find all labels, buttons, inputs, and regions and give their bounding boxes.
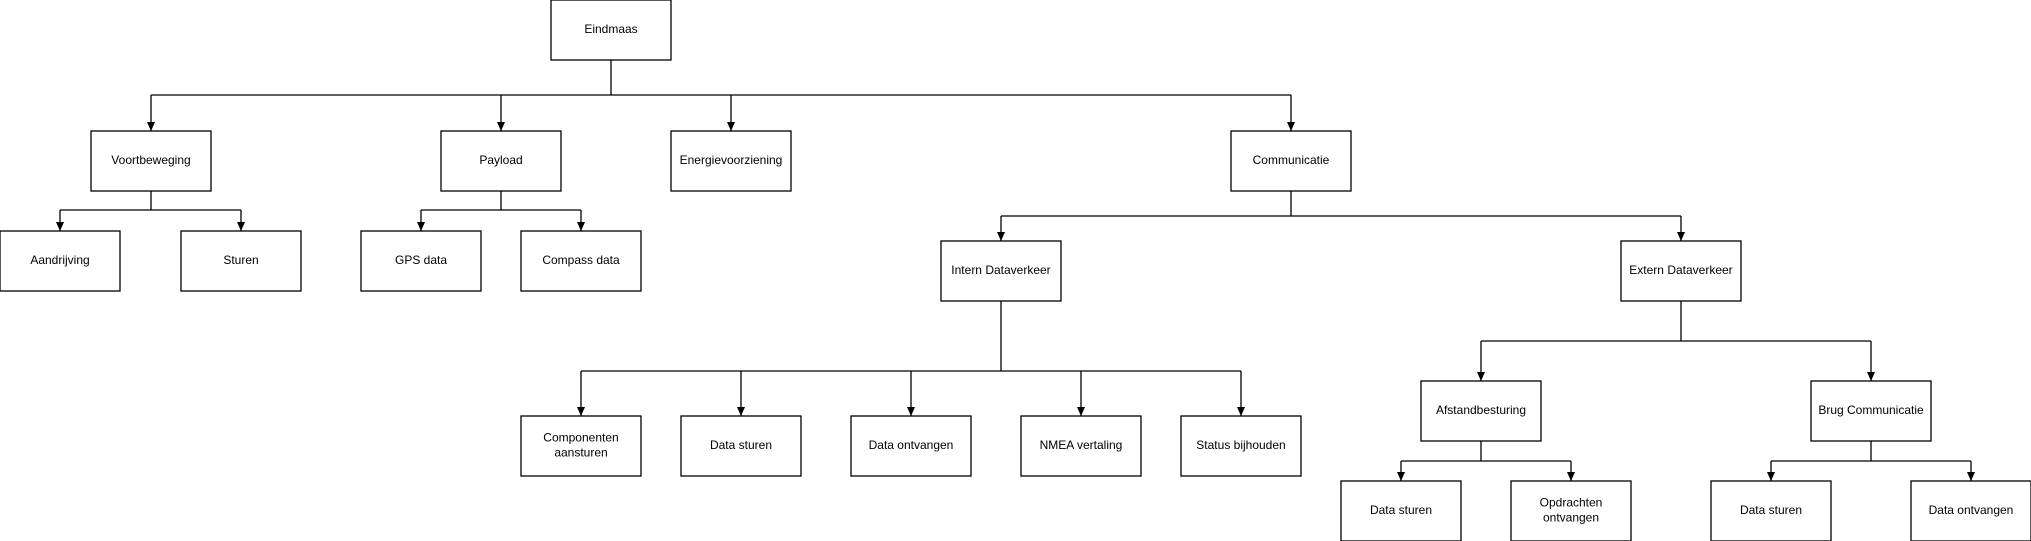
node-label-nmea-vertaling: NMEA vertaling [1040,438,1123,452]
node-label-opdrachten-ontvangen: ontvangen [1543,511,1599,525]
node-box-componenten-aansturen [520,415,642,477]
node-label-payload: Payload [479,153,522,167]
node-label-afstandbesturing: Afstandbesturing [1436,403,1526,417]
node-label-brug-data-ontvangen: Data ontvangen [1929,503,2014,517]
edge-group-brug-communicatie [1767,441,1975,481]
node-label-opdrachten-ontvangen: Opdrachten [1540,496,1603,510]
edge-group-extern-dataverkeer [1477,301,1875,381]
node-label-gps-data: GPS data [395,253,447,267]
node-brug-data-sturen: Data sturen [1710,480,1832,541]
node-afstandbesturing: Afstandbesturing [1420,380,1542,442]
node-label-componenten-aansturen: Componenten [543,431,618,445]
node-label-intern-data-sturen: Data sturen [710,438,772,452]
node-box-intern-data-sturen [680,415,802,477]
node-label-intern-dataverkeer: Intern Dataverkeer [951,263,1050,277]
node-box-aandrijving [0,230,121,292]
node-label-sturen: Sturen [223,253,258,267]
edge-group-communicatie [997,191,1685,241]
node-extern-dataverkeer: Extern Dataverkeer [1620,240,1742,302]
node-box-voortbeweging [90,130,212,192]
edge-group-afstandbesturing [1397,441,1575,481]
edge-group-payload [417,191,585,231]
node-box-eindmaas [550,0,672,61]
node-aandrijving: Aandrijving [0,230,121,292]
node-label-compass-data: Compass data [542,253,620,267]
node-label-extern-dataverkeer: Extern Dataverkeer [1629,263,1732,277]
node-label-aandrijving: Aandrijving [30,253,89,267]
node-box-communicatie [1230,130,1352,192]
node-box-status-bijhouden [1180,415,1302,477]
node-box-gps-data [360,230,482,292]
node-sturen: Sturen [180,230,302,292]
edge-group-eindmaas [147,60,1295,131]
node-box-intern-data-ontvangen [850,415,972,477]
node-box-afstandbesturing [1420,380,1542,442]
node-label-communicatie: Communicatie [1253,153,1330,167]
node-eindmaas: Eindmaas [550,0,672,61]
edge-group-intern-dataverkeer [577,301,1245,416]
node-label-brug-communicatie: Brug Communicatie [1818,403,1924,417]
node-label-afstand-data-sturen: Data sturen [1370,503,1432,517]
node-compass-data: Compass data [520,230,642,292]
node-box-nmea-vertaling [1020,415,1142,477]
node-box-extern-dataverkeer [1620,240,1742,302]
node-brug-communicatie: Brug Communicatie [1810,380,1932,442]
node-box-compass-data [520,230,642,292]
node-nmea-vertaling: NMEA vertaling [1020,415,1142,477]
node-label-brug-data-sturen: Data sturen [1740,503,1802,517]
node-label-status-bijhouden: Status bijhouden [1196,438,1285,452]
node-intern-data-sturen: Data sturen [680,415,802,477]
node-brug-data-ontvangen: Data ontvangen [1910,480,2031,541]
node-box-afstand-data-sturen [1340,480,1462,541]
node-box-brug-communicatie [1810,380,1932,442]
node-voortbeweging: Voortbeweging [90,130,212,192]
node-communicatie: Communicatie [1230,130,1352,192]
node-box-intern-dataverkeer [940,240,1062,302]
node-status-bijhouden: Status bijhouden [1180,415,1302,477]
node-box-opdrachten-ontvangen [1510,480,1632,541]
node-payload: Payload [440,130,562,192]
node-box-sturen [180,230,302,292]
node-label-voortbeweging: Voortbeweging [111,153,190,167]
node-label-energievoorziening: Energievoorziening [680,153,783,167]
node-box-energievoorziening [670,130,792,192]
edge-group-voortbeweging [56,191,245,231]
node-box-brug-data-ontvangen [1910,480,2031,541]
connectors [56,60,1975,481]
node-energievoorziening: Energievoorziening [670,130,792,192]
node-box-brug-data-sturen [1710,480,1832,541]
node-label-componenten-aansturen: aansturen [554,446,607,460]
node-label-eindmaas: Eindmaas [584,22,637,36]
node-afstand-data-sturen: Data sturen [1340,480,1462,541]
node-box-payload [440,130,562,192]
node-intern-dataverkeer: Intern Dataverkeer [940,240,1062,302]
node-gps-data: GPS data [360,230,482,292]
node-intern-data-ontvangen: Data ontvangen [850,415,972,477]
node-label-intern-data-ontvangen: Data ontvangen [869,438,954,452]
